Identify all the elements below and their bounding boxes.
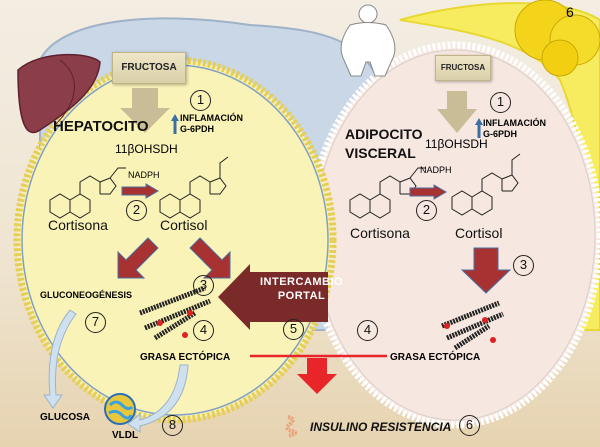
fructose-down-arrow-left: [120, 88, 170, 133]
up-arrow-icon: [171, 114, 179, 134]
g6pdh-text: G-6PDH: [483, 129, 518, 139]
step-4-right: 4: [357, 320, 378, 341]
inflammation-label-left: INFLAMACIÓN G-6PDH: [180, 113, 243, 135]
up-arrow-icon-right: [475, 118, 483, 138]
vldl-particle-icon: [104, 393, 136, 425]
step-4-left: 4: [193, 320, 214, 341]
page-number: 6: [566, 4, 574, 20]
cortisol-down-arrow-right: [460, 247, 512, 294]
insulin-receptor-icon: [285, 415, 298, 438]
step-3-right: 3: [513, 255, 534, 276]
step-1-right: 1: [490, 92, 511, 113]
cortisol-label-right: Cortisol: [455, 225, 503, 241]
fructose-down-arrow-right: [437, 91, 477, 133]
adipocyte-title-line2: VISCERAL: [345, 145, 416, 161]
nadph-label-right: NADPH: [420, 165, 452, 175]
step-3-left: 3: [193, 275, 214, 296]
cortisol-structure-right: [451, 153, 521, 216]
triglyceride-molecule-right: [441, 300, 504, 351]
conversion-arrow-right: [409, 184, 447, 200]
step-5: 5: [283, 319, 304, 340]
cortisone-structure-left: [49, 167, 126, 219]
fructose-box-right: FRUCTOSA: [435, 55, 491, 81]
inflammation-text: INFLAMACIÓN: [180, 113, 243, 123]
fructose-box-left: FRUCTOSA: [112, 52, 186, 84]
cortisol-structure-left: [159, 156, 229, 219]
adipocyte-title-line1: ADIPOCITO: [345, 126, 423, 142]
nadph-label-left: NADPH: [128, 170, 160, 180]
enzyme-label-left: 11βOHSDH: [115, 142, 178, 156]
ectopic-fat-label-left: GRASA ECTÓPICA: [140, 352, 231, 363]
glucose-label: GLUCOSA: [40, 412, 90, 423]
vldl-label: VLDL: [112, 430, 139, 441]
fat-droplets-icon: [514, 0, 600, 77]
cortisone-label-left: Cortisona: [48, 217, 108, 233]
obese-person-icon: [340, 4, 396, 77]
portal-label-line1: INTERCAMBIO: [260, 276, 344, 288]
conversion-arrow-left: [121, 183, 159, 199]
pathway-arrows-glucose-vldl: [43, 309, 189, 433]
cortisol-arrows-left: [117, 237, 231, 279]
portal-label: INTERCAMBIO PORTAL: [260, 275, 343, 303]
step-7: 7: [85, 312, 106, 333]
convergence-arrow: [250, 354, 387, 394]
step-8: 8: [162, 415, 183, 436]
enzyme-label-right: 11βOHSDH: [425, 137, 488, 151]
portal-label-line2: PORTAL: [277, 290, 326, 302]
gluconeogenesis-label: GLUCONEOGÉNESIS: [40, 290, 133, 300]
ectopic-fat-label-right: GRASA ECTÓPICA: [390, 352, 481, 363]
step-2-left: 2: [126, 200, 147, 221]
portal-exchange-arrow: [218, 264, 328, 330]
g6pdh-text: G-6PDH: [180, 124, 215, 134]
cortisol-label-left: Cortisol: [160, 217, 208, 233]
inflammation-label-right: INFLAMACIÓN G-6PDH: [483, 118, 546, 140]
insulin-resistance-label: INSULINO RESISTENCIA: [310, 420, 452, 434]
cortisone-structure-right: [349, 167, 426, 219]
adipocyte-title: ADIPOCITO VISCERAL: [345, 125, 423, 163]
triglyceride-molecule-left: [139, 285, 211, 341]
adipocyte-cell: [306, 41, 600, 429]
step-6: 6: [459, 415, 480, 436]
step-1-left: 1: [190, 90, 211, 111]
inflammation-text: INFLAMACIÓN: [483, 118, 546, 128]
cortisone-label-right: Cortisona: [350, 225, 410, 241]
step-2-right: 2: [416, 200, 437, 221]
liver-icon: [17, 53, 101, 134]
hepatocyte-title: HEPATOCITO: [53, 118, 149, 135]
